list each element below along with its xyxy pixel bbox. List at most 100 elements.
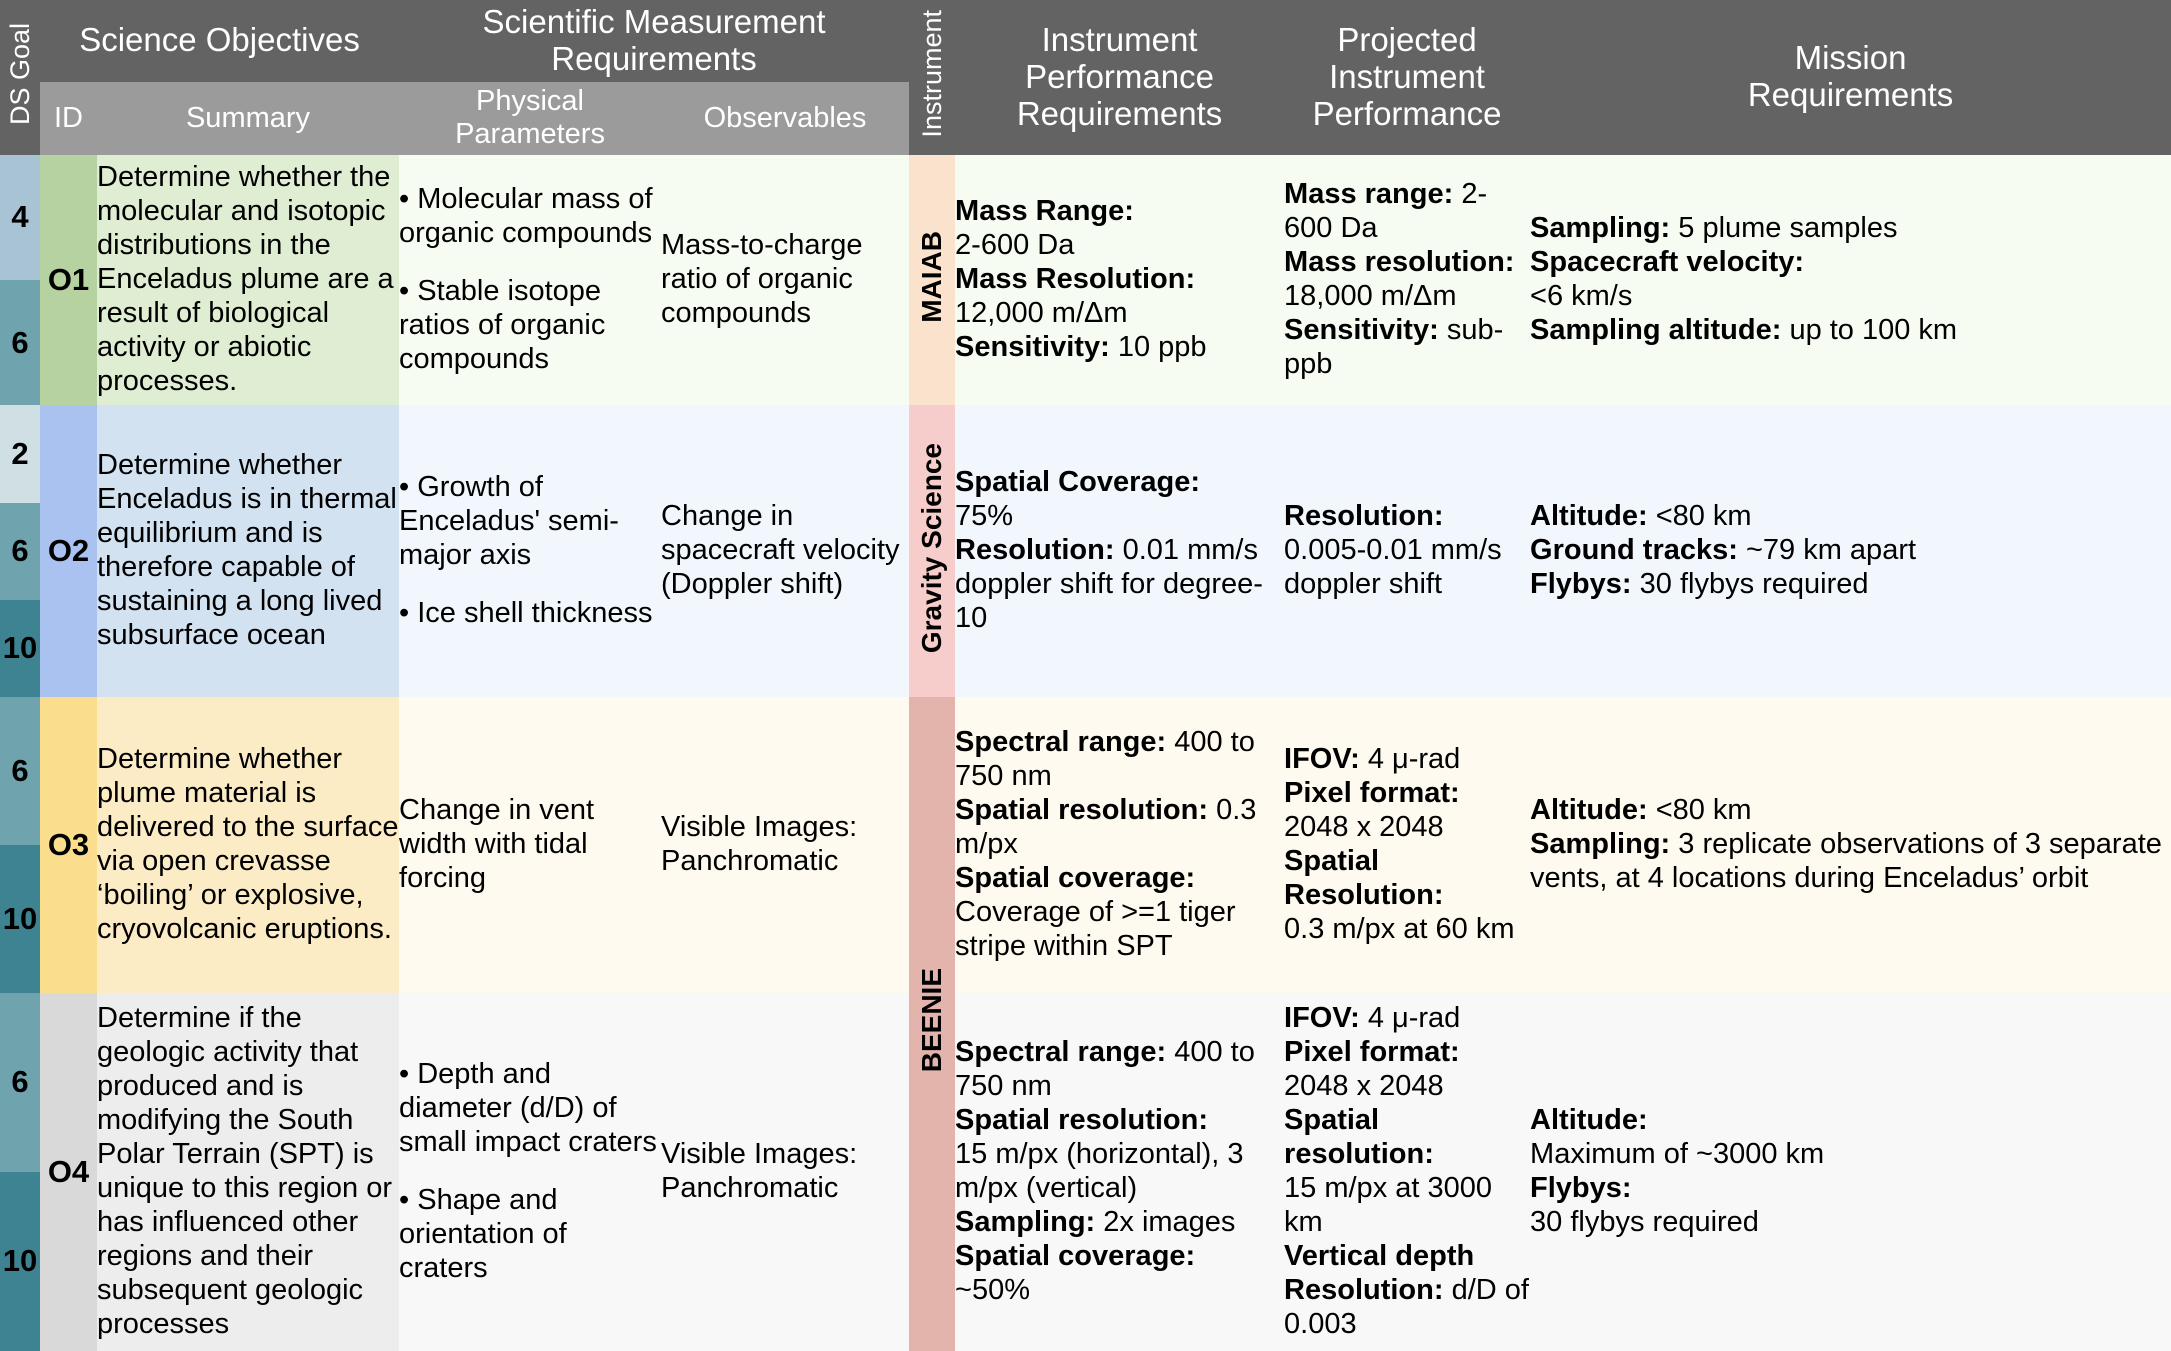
spec-line: Sampling altitude: up to 100 km bbox=[1530, 314, 2171, 348]
ds-goal-chip: 6 bbox=[0, 992, 40, 1172]
spec-line: Sampling: 5 plume samples bbox=[1530, 212, 2171, 246]
objective-summary: Determine whether Enceladus is in therma… bbox=[97, 405, 400, 697]
ds-goal-chip: 10 bbox=[0, 844, 40, 993]
ds-goal-chip: 6 bbox=[0, 696, 40, 845]
spec-line: Ground tracks: ~79 km apart bbox=[1530, 534, 2171, 568]
spec-label: Mass resolution: bbox=[1284, 246, 1515, 279]
spec-label: Flybys: bbox=[1530, 1171, 1632, 1204]
physical-parameters: • Molecular mass of organic compounds• S… bbox=[399, 154, 662, 406]
spec-label: Spectral range: bbox=[955, 1036, 1167, 1069]
observables: Change in spacecraft velocity (Doppler s… bbox=[661, 405, 910, 697]
header-projected-instrument-performance: Projected Instrument Performance bbox=[1284, 0, 1531, 155]
spec-line: Altitude:Maximum of ~3000 km bbox=[1530, 1104, 2171, 1172]
physical-parameter-item: • Shape and orientation of craters bbox=[399, 1183, 567, 1284]
spec-value: 2048 x 2048 bbox=[1284, 810, 1444, 843]
spec-line: Spacecraft velocity:<6 km/s bbox=[1530, 246, 2171, 314]
spec-label: Mass Range: bbox=[955, 195, 1134, 228]
ds-goal-chip: 4 bbox=[0, 154, 40, 281]
spec-label: Sampling altitude: bbox=[1530, 313, 1782, 346]
spec-value: 400 to 750 nm bbox=[955, 1036, 1255, 1103]
spec-label: Altitude: bbox=[1530, 1103, 1648, 1136]
objective-summary: Determine if the geologic activity that … bbox=[97, 992, 400, 1351]
table-row: 10 bbox=[0, 844, 2171, 993]
spec-label: Spacecraft velocity: bbox=[1530, 246, 1805, 279]
physical-parameter-item: Change in vent width with tidal forcing bbox=[399, 793, 595, 894]
spec-line: Spatial resolution:15 m/px (horizontal),… bbox=[955, 1104, 1284, 1206]
spec-line: Mass range: 2-600 Da bbox=[1284, 178, 1530, 246]
spec-line: Pixel format: 2048 x 2048 bbox=[1284, 1036, 1530, 1104]
header-ds-goal: DS Goal bbox=[0, 0, 40, 155]
spec-value: 75% bbox=[955, 500, 1014, 533]
spec-value: 18,000 m/Δm bbox=[1284, 280, 1457, 313]
spec-line: Mass Resolution:12,000 m/Δm bbox=[955, 263, 1284, 331]
spec-line: Mass resolution:18,000 m/Δm bbox=[1284, 246, 1530, 314]
header-mr-line2: Requirements bbox=[1747, 76, 1954, 114]
spec-line: Sampling: 3 replicate observations of 3 … bbox=[1530, 828, 2171, 896]
spec-value: 5 plume samples bbox=[1678, 212, 1898, 245]
spec-label: Spectral range: bbox=[955, 726, 1167, 759]
spec-label: Resolution: bbox=[955, 534, 1115, 567]
instrument-cell: MAIAB bbox=[909, 154, 956, 406]
spec-value: 400 to 750 nm bbox=[955, 726, 1255, 792]
header-ds-goal-label: DS Goal bbox=[4, 22, 35, 125]
spec-value: 2-600 Da bbox=[955, 229, 1075, 262]
spec-value: 10 ppb bbox=[1117, 330, 1207, 363]
physical-parameter-item: • Depth and diameter (d/D) of small impa… bbox=[399, 1058, 657, 1158]
spec-label: Mass Resolution: bbox=[955, 263, 1196, 296]
header-row-sub: ID Summary Physical Parameters Observabl… bbox=[0, 81, 2171, 155]
physical-parameter-item: • Ice shell thickness bbox=[399, 597, 653, 630]
spec-line: Sampling: 2x images bbox=[955, 1206, 1284, 1240]
spec-value: sub-ppb bbox=[1284, 313, 1504, 380]
instrument-name: Gravity Science bbox=[916, 442, 948, 653]
spec-value: 2x images bbox=[1103, 1205, 1236, 1238]
spec-value: 30 flybys required bbox=[1639, 568, 1869, 601]
physical-parameter-item: • Molecular mass of organic compounds bbox=[399, 183, 653, 250]
spec-line: Mass Range:2-600 Da bbox=[955, 195, 1284, 263]
spec-label: Spatial resolution: bbox=[955, 1103, 1209, 1136]
spec-label: Spatial Resolution: bbox=[1284, 844, 1444, 911]
physical-parameter-item: • Growth of Enceladus' semi-major axis bbox=[399, 471, 619, 572]
spec-label: Pixel format: bbox=[1284, 776, 1460, 809]
spec-value: up to 100 km bbox=[1789, 313, 1958, 346]
spec-label: Pixel format: bbox=[1284, 1036, 1460, 1069]
objective-summary: Determine whether plume material is deli… bbox=[97, 696, 400, 993]
spec-label: Spatial resolution: bbox=[955, 793, 1209, 826]
spec-label: Spatial resolution: bbox=[1284, 1103, 1434, 1170]
spec-value: 15 m/px at 3000 km bbox=[1284, 1171, 1493, 1238]
physical-parameters: • Growth of Enceladus' semi-major axis • … bbox=[399, 405, 662, 697]
spec-label: Sampling: bbox=[955, 1205, 1096, 1238]
spec-value: 0.01 mm/s doppler shift for degree-10 bbox=[955, 534, 1263, 635]
header-row-top: DS Goal Science Objectives Scientific Me… bbox=[0, 0, 2171, 155]
spec-value: d/D of 0.003 bbox=[1284, 1273, 1529, 1340]
instrument-name: MAIAB bbox=[916, 230, 948, 323]
instrument-cell: BEENIE bbox=[909, 696, 956, 1351]
spec-label: Ground tracks: bbox=[1530, 534, 1738, 567]
header-pip-line3: Performance bbox=[1312, 94, 1502, 132]
spec-label: IFOV: bbox=[1284, 743, 1360, 776]
spec-line: Spatial resolution: 0.3 m/px bbox=[955, 794, 1284, 862]
spec-value: 2048 x 2048 bbox=[1284, 1070, 1444, 1103]
observables: Visible Images: Panchromatic bbox=[661, 992, 910, 1351]
spec-line: IFOV: 4 μ-rad bbox=[1284, 743, 1530, 777]
spec-label: Sampling: bbox=[1530, 827, 1671, 860]
spec-line: Resolution: 0.005-0.01 mm/s doppler shif… bbox=[1284, 500, 1530, 602]
spec-line: Altitude: <80 km bbox=[1530, 500, 2171, 534]
spec-value: 30 flybys required bbox=[1530, 1205, 1759, 1238]
spec-label: Resolution: bbox=[1284, 500, 1444, 533]
ds-goal-chip: 10 bbox=[0, 1171, 40, 1351]
spec-line: Spatial Coverage:75% bbox=[955, 466, 1284, 534]
header-ipr-line2: Performance bbox=[1025, 57, 1214, 95]
header-pip-line2: Instrument bbox=[1329, 57, 1485, 95]
instrument-name: BEENIE bbox=[916, 968, 948, 1073]
physical-parameters: Change in vent width with tidal forcing bbox=[399, 696, 662, 993]
spec-value: Maximum of ~3000 km bbox=[1530, 1137, 1825, 1170]
spec-value: 2-600 Da bbox=[1284, 178, 1488, 245]
projected-instrument-performance: Resolution: 0.005-0.01 mm/s doppler shif… bbox=[1284, 405, 1531, 697]
